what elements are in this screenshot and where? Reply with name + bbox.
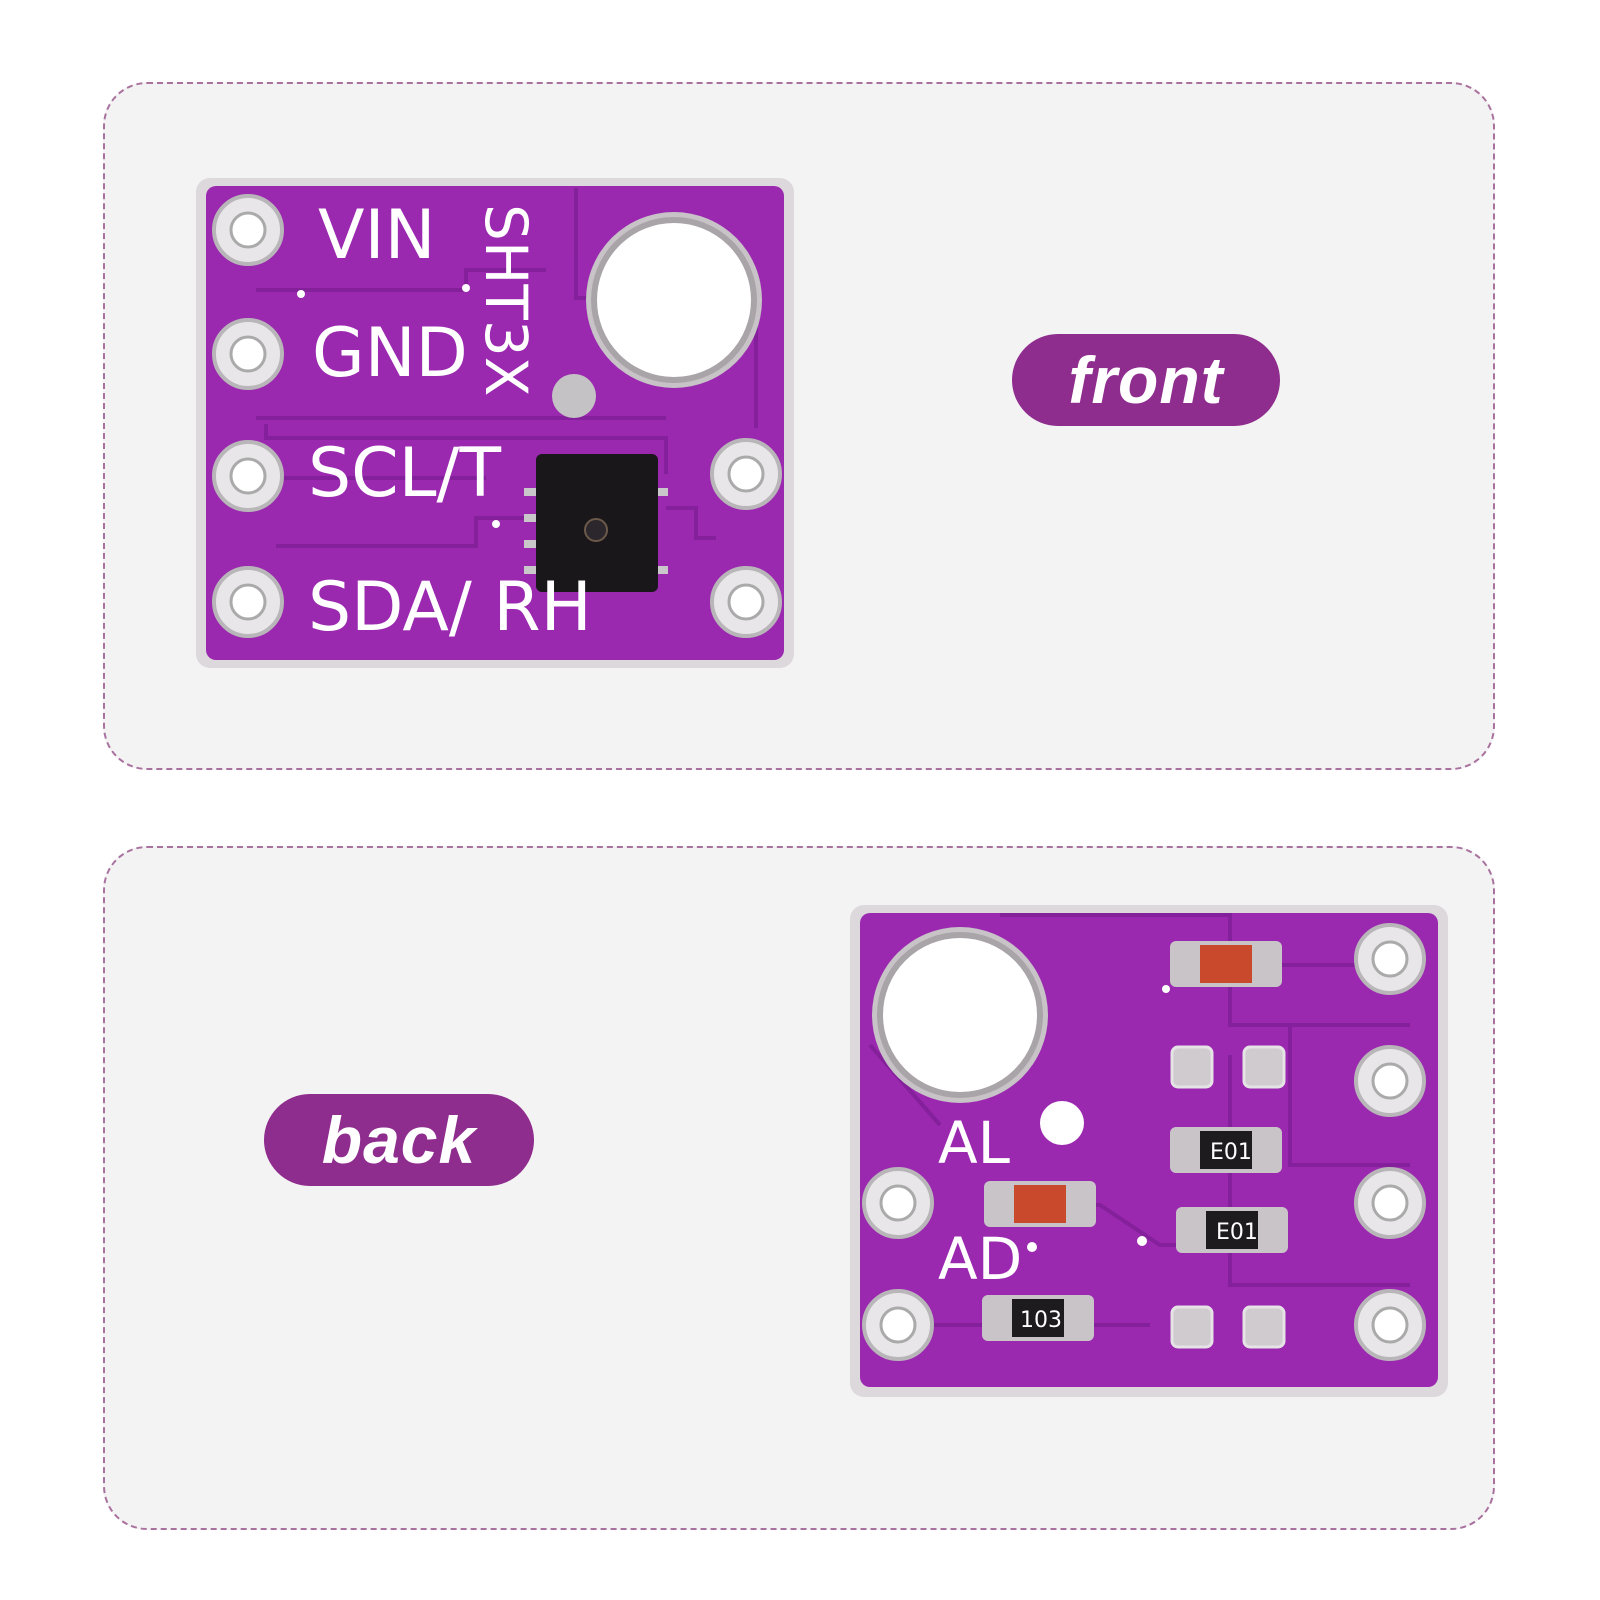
pin-label-gnd: GND <box>312 314 468 393</box>
resistor-2 <box>1176 1207 1288 1253</box>
pin-label-sda: SDA/ RH <box>308 568 592 647</box>
resistor-3 <box>982 1295 1094 1341</box>
pin-pads-right <box>710 438 782 638</box>
resistor-code-1: E01 <box>1210 1140 1252 1165</box>
capacitor-left <box>984 1181 1096 1227</box>
back-pcb-image: E01 E01 103 AL AD <box>850 905 1448 1397</box>
resistor-code-3: 103 <box>1020 1308 1062 1333</box>
back-badge: back <box>264 1094 534 1186</box>
capacitor-top <box>1170 941 1282 987</box>
pin-pads-left <box>862 1167 934 1361</box>
label-al: AL <box>938 1109 1010 1177</box>
front-pcb-image: VIN GND SCL/T SDA/ RH SHT3X <box>196 178 794 668</box>
sensor-chip <box>524 454 668 592</box>
pin-label-vin: VIN <box>318 196 435 275</box>
chip-label-sht3x: SHT3X <box>472 204 540 397</box>
resistor-code-2: E01 <box>1216 1220 1258 1245</box>
resistor-1 <box>1170 1127 1282 1173</box>
pin-label-scl: SCL/T <box>308 434 501 513</box>
small-pads <box>1170 1045 1286 1349</box>
pin-pads-right <box>1354 923 1426 1361</box>
front-badge: front <box>1012 334 1280 426</box>
pin-pads-left <box>212 194 284 638</box>
label-ad: AD <box>938 1225 1022 1293</box>
